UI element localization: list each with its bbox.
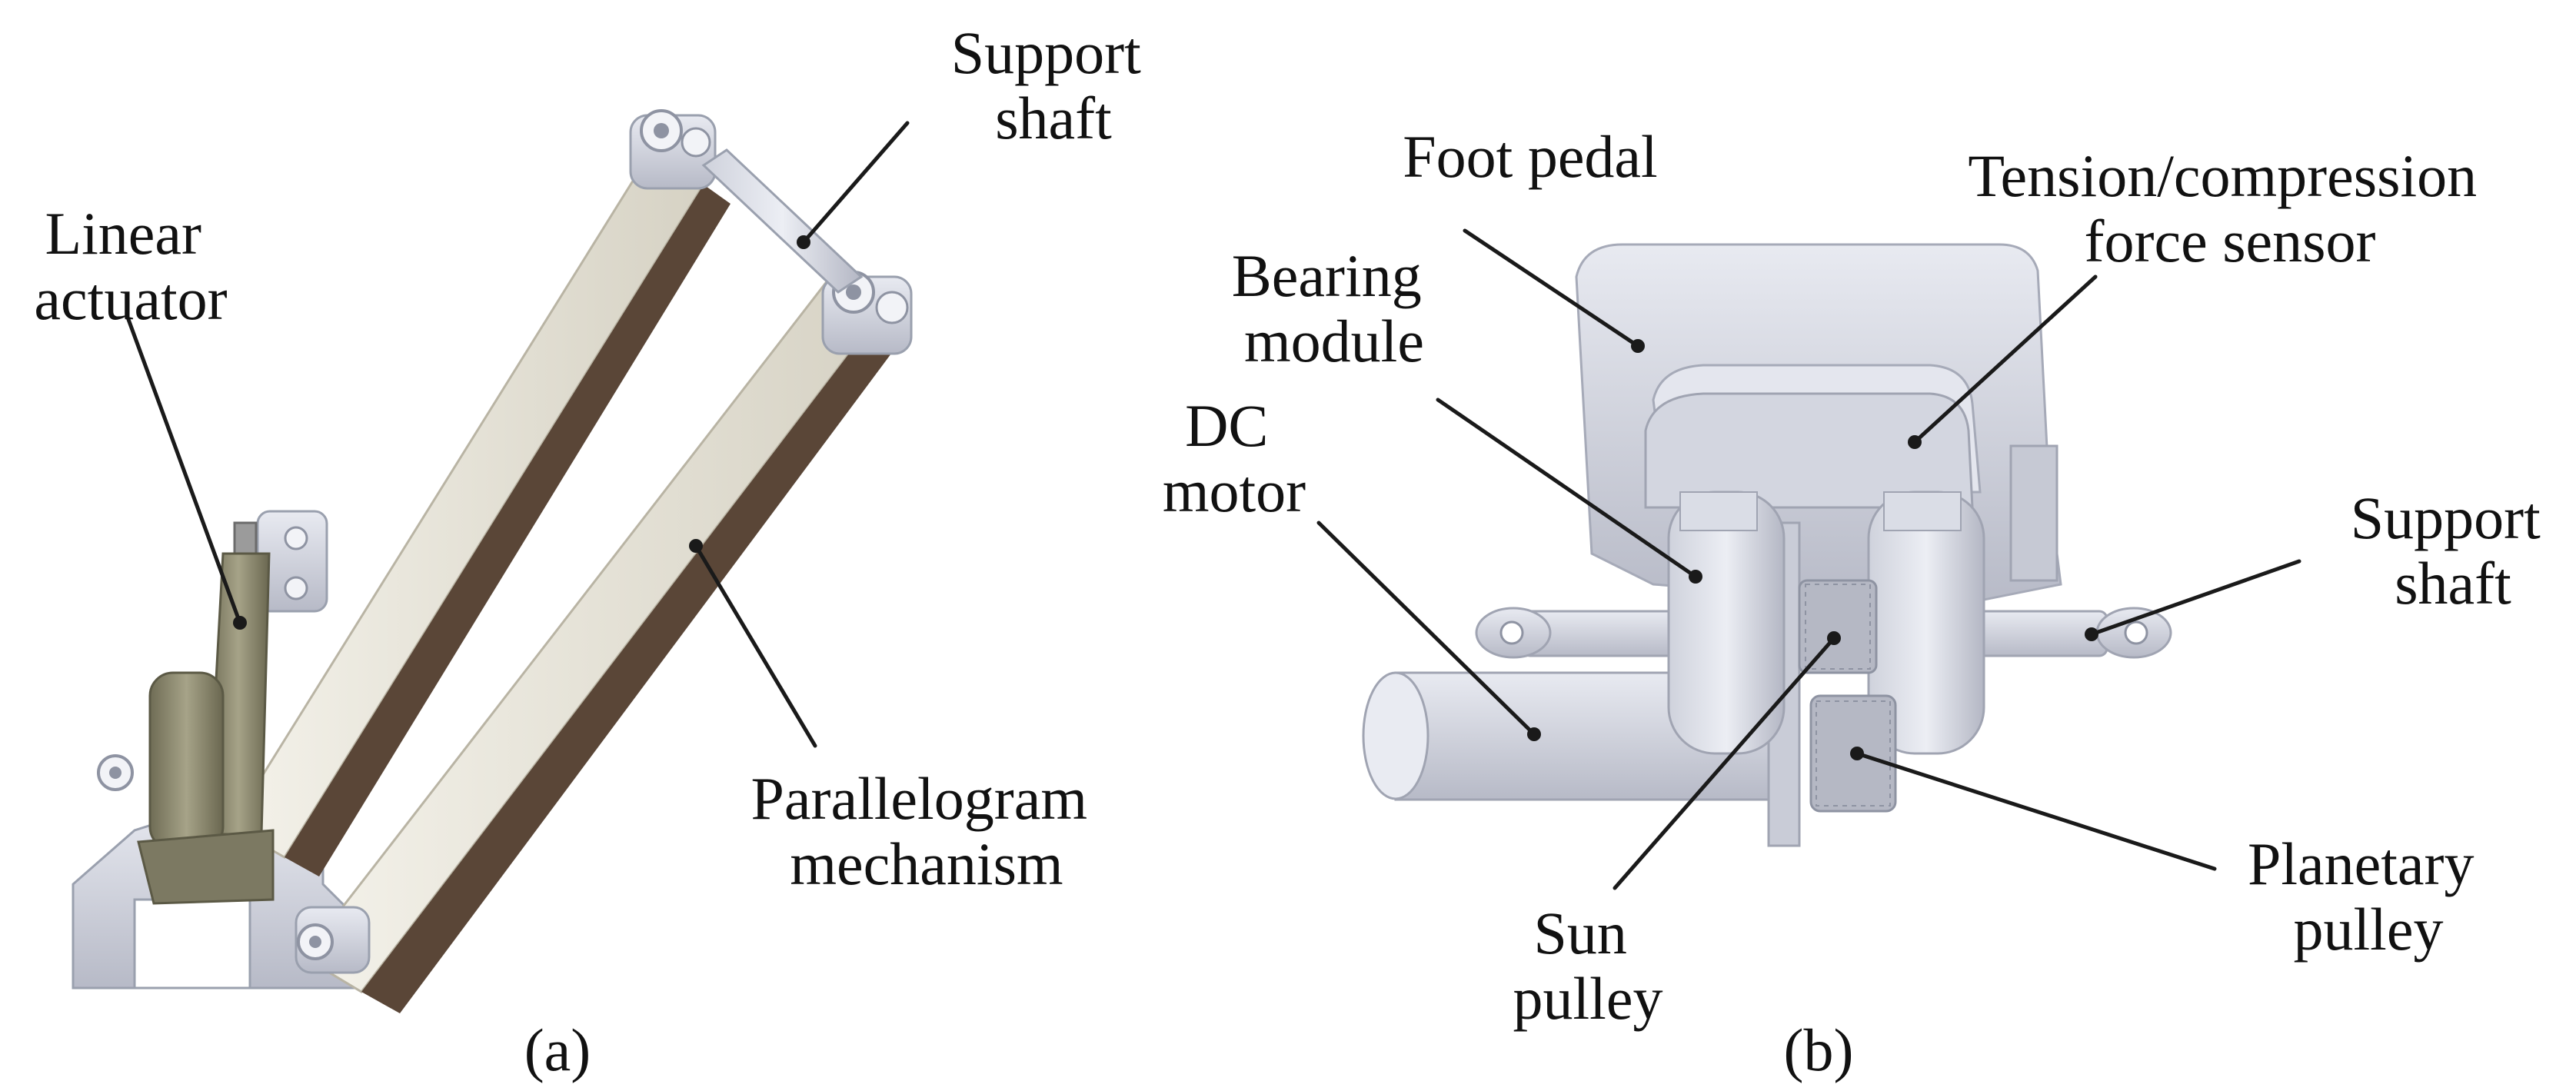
support-shaft-right xyxy=(1967,607,2172,659)
panel-b-render xyxy=(1362,243,2172,847)
label-tension-sensor: Tension/compression force sensor xyxy=(1968,142,2491,274)
label-foot-pedal: Foot pedal xyxy=(1403,123,1657,190)
label-linear-actuator: Linear actuator xyxy=(34,200,227,332)
leader-parallelogram xyxy=(694,544,817,748)
right-bracket xyxy=(2009,444,2058,582)
label-dc-motor: DC motor xyxy=(1163,392,1306,524)
leader-foot-pedal xyxy=(1463,228,1640,348)
panel-a-render xyxy=(72,109,913,1013)
top-joint-front xyxy=(821,271,913,355)
support-shaft-link xyxy=(701,148,864,294)
label-support-shaft-b: Support shaft xyxy=(2351,484,2556,617)
label-planetary-pulley: Planetary pulley xyxy=(2248,830,2489,963)
leader-support-shaft-a xyxy=(801,121,910,244)
caption-a: (a) xyxy=(524,1016,591,1083)
base-slot xyxy=(133,898,251,990)
panel-a: Support shaft Linear actuator Parallelog… xyxy=(34,19,1157,1083)
label-bearing-module: Bearing module xyxy=(1232,242,1436,374)
label-sun-pulley: Sun pulley xyxy=(1513,900,1663,1032)
leader-bearing-module xyxy=(1436,397,1698,579)
leader-dc-motor xyxy=(1316,521,1536,737)
leader-tension-sensor xyxy=(1912,274,2098,444)
label-support-shaft-a: Support shaft xyxy=(951,19,1157,151)
bearing-module-left xyxy=(1667,491,1786,755)
label-parallelogram-mechanism: Parallelogram mechanism xyxy=(751,765,1103,897)
leader-support-shaft-b xyxy=(2089,559,2301,637)
linear-actuator-body xyxy=(97,521,275,905)
panel-b-leaders xyxy=(1316,228,2301,890)
leader-sun-pulley xyxy=(1612,636,1836,890)
bottom-joint-front xyxy=(295,906,371,974)
leader-planetary-pulley xyxy=(1855,751,2217,871)
sun-pulley xyxy=(1798,579,1878,674)
top-joint-rear xyxy=(629,109,717,190)
panel-a-leaders xyxy=(125,121,910,748)
support-shaft-left xyxy=(1475,607,1678,659)
sensor-plate xyxy=(1644,392,1974,509)
panel-b: Foot pedal Tension/compression force sen… xyxy=(1163,123,2556,1083)
leader-linear-actuator xyxy=(125,313,242,625)
caption-b: (b) xyxy=(1784,1016,1854,1083)
